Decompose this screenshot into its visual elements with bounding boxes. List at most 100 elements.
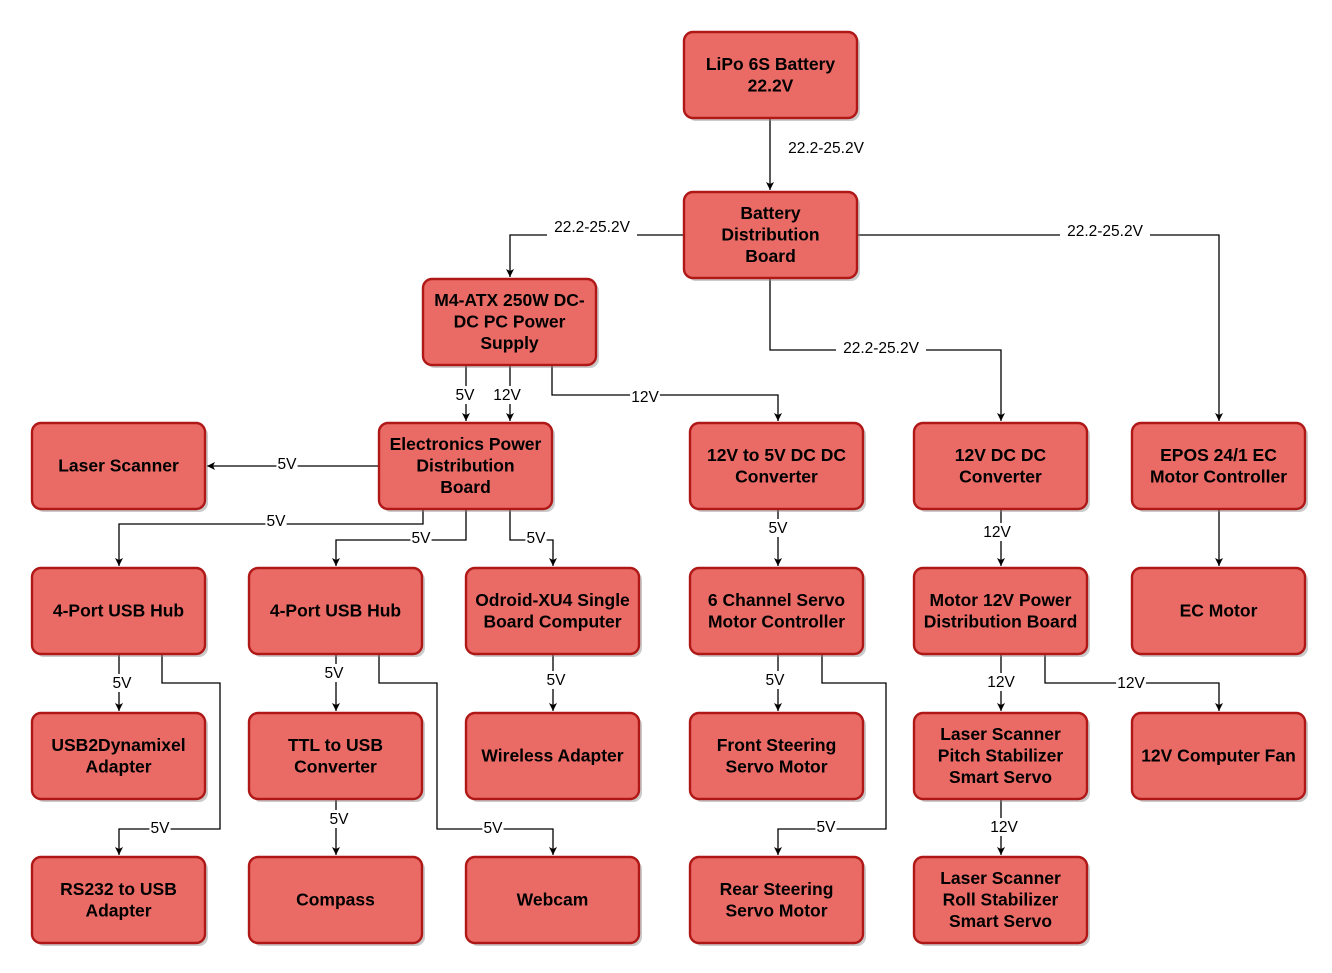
edge-label-background — [1060, 222, 1150, 240]
connector-line — [378, 654, 557, 855]
edge-label-background — [149, 819, 171, 837]
node-box — [464, 855, 641, 945]
edge-servoctl-to-rearservo: 5V — [774, 654, 887, 855]
edge-label: 5V — [547, 672, 567, 689]
edge-label-background — [982, 523, 1012, 541]
edge-conv12to5-to-servoctl: 5V — [767, 509, 789, 566]
node-box — [1130, 566, 1307, 656]
node-label: USB2Dynamixel — [51, 735, 185, 755]
node-wireless[interactable]: Wireless Adapter — [464, 711, 642, 802]
edge-label: 22.2-25.2V — [843, 340, 919, 357]
node-label: Board — [440, 477, 491, 497]
node-label: Converter — [959, 466, 1042, 486]
node-label: Converter — [294, 756, 377, 776]
node-hub2[interactable]: 4-Port USB Hub — [247, 566, 425, 657]
node-label: Servo Motor — [725, 756, 827, 776]
node-label: 4-Port USB Hub — [270, 601, 401, 621]
edge-label: 5V — [325, 665, 345, 682]
node-laser[interactable]: Laser Scanner — [30, 421, 208, 512]
edge-label: 5V — [330, 811, 350, 828]
edge-label-background — [525, 529, 547, 547]
connector-line — [857, 234, 1223, 421]
edge-hub1-to-rs232: 5V — [115, 654, 221, 855]
edge-label-background — [781, 139, 871, 157]
connector-line — [506, 234, 684, 277]
node-box — [247, 711, 424, 801]
edge-label-background — [410, 529, 432, 547]
node-ecmotor[interactable]: EC Motor — [1130, 566, 1308, 657]
edge-battery-to-bdb: 22.2-25.2V — [766, 118, 871, 190]
node-box — [912, 566, 1089, 656]
node-label: Laser Scanner — [940, 724, 1061, 744]
edge-label-background — [764, 671, 786, 689]
node-label: Webcam — [517, 890, 589, 910]
edge-label: 5V — [267, 513, 287, 530]
node-box — [30, 855, 207, 945]
node-label: Supply — [480, 333, 539, 353]
node-label: Distribution — [416, 456, 514, 476]
node-box — [688, 566, 865, 656]
edge-hub2-to-ttl: 5V — [323, 654, 345, 711]
node-label: Front Steering — [717, 735, 837, 755]
node-label: Adapter — [85, 756, 151, 776]
node-label: Adapter — [85, 900, 151, 920]
edge-hub2-to-webcam: 5V — [378, 654, 557, 855]
node-compass[interactable]: Compass — [247, 855, 425, 946]
node-fan[interactable]: 12V Computer Fan — [1130, 711, 1308, 802]
edge-label: 12V — [983, 524, 1011, 541]
edge-label-background — [767, 519, 789, 537]
edge-label: 5V — [769, 520, 789, 537]
node-box — [30, 566, 207, 656]
edge-label-background — [454, 386, 476, 404]
edge-label: 5V — [817, 819, 837, 836]
edge-label-background — [815, 818, 837, 836]
edge-mpdb-to-pitch: 12V — [986, 654, 1016, 711]
node-label: EPOS 24/1 EC — [1160, 445, 1277, 465]
node-box — [1130, 711, 1307, 801]
node-webcam[interactable]: Webcam — [464, 855, 642, 946]
edge-label-background — [323, 664, 345, 682]
edge-label-background — [111, 674, 133, 692]
node-box — [377, 421, 554, 511]
node-label: Motor Controller — [1150, 466, 1287, 486]
edge-label: 5V — [278, 456, 298, 473]
node-label: TTL to USB — [288, 735, 383, 755]
edge-epdb-to-laser: 5V — [207, 455, 379, 473]
node-box — [464, 566, 641, 656]
edge-bdb-to-conv12: 22.2-25.2V — [769, 278, 1005, 421]
edge-label: 5V — [766, 672, 786, 689]
node-label: EC Motor — [1180, 601, 1258, 621]
node-label: LiPo 6S Battery — [706, 54, 836, 74]
node-label: Converter — [735, 466, 818, 486]
node-label: Distribution — [721, 225, 819, 245]
edge-label: 5V — [113, 675, 133, 692]
node-label: M4-ATX 250W DC- — [434, 290, 585, 310]
edge-label-background — [547, 218, 637, 236]
node-hub1[interactable]: 4-Port USB Hub — [30, 566, 208, 657]
node-label: 22.2V — [748, 75, 794, 95]
edge-label-background — [630, 388, 660, 406]
node-label: Pitch Stabilizer — [938, 746, 1064, 766]
node-label: Electronics Power — [390, 434, 542, 454]
node-label: 4-Port USB Hub — [53, 601, 184, 621]
edge-label: 5V — [484, 820, 504, 837]
node-box — [247, 855, 424, 945]
